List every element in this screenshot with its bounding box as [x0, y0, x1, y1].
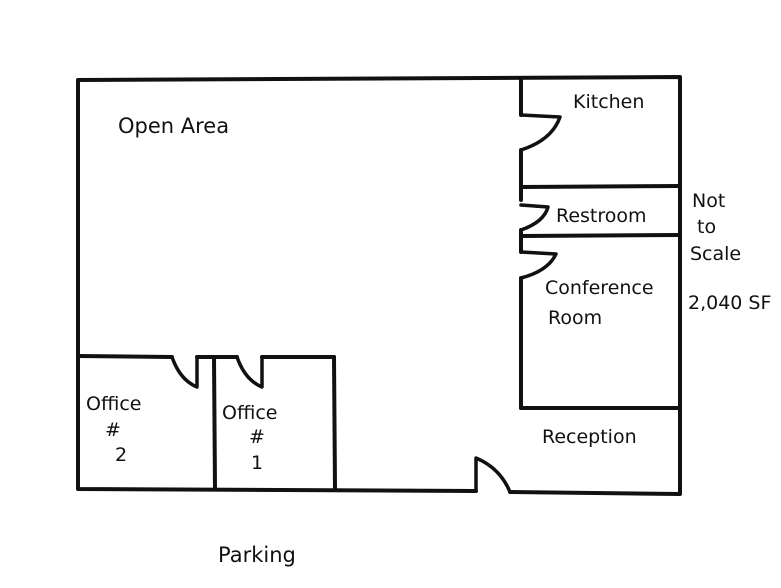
- kitchen-door: [519, 113, 562, 152]
- office1-label-line2: #: [249, 426, 265, 448]
- conference-label-line2: Room: [548, 307, 602, 329]
- office1-label-line1: Office: [222, 402, 277, 424]
- reception-label: Reception: [542, 426, 637, 448]
- restroom-label: Restroom: [556, 205, 647, 227]
- restroom-conference-wall: [519, 233, 682, 238]
- office2-label-line1: Office: [86, 393, 141, 415]
- office-divider-wall: [212, 355, 217, 491]
- office1-door: [235, 355, 264, 389]
- offices-top-wall: [76, 354, 336, 359]
- office1-label-line3: 1: [251, 452, 263, 474]
- outer-wall: [76, 75, 682, 496]
- area-label: 2,040 SF: [688, 292, 771, 314]
- kitchen-restroom-wall: [519, 184, 682, 189]
- open-area-label: Open Area: [118, 114, 229, 138]
- not-to-scale-line1: Not: [692, 190, 725, 212]
- entry-door: [474, 456, 512, 494]
- not-to-scale-line2: to: [697, 216, 716, 238]
- kitchen-label: Kitchen: [573, 91, 644, 113]
- office2-door: [170, 355, 199, 389]
- restroom-door: [519, 203, 550, 232]
- conference-door: [519, 250, 558, 280]
- not-to-scale-line3: Scale: [690, 243, 741, 265]
- conference-label-line1: Conference: [545, 277, 654, 299]
- parking-label: Parking: [218, 543, 296, 567]
- office2-label-line2: #: [105, 419, 121, 441]
- office2-label-line3: 2: [115, 444, 127, 466]
- office1-right-wall: [332, 355, 337, 491]
